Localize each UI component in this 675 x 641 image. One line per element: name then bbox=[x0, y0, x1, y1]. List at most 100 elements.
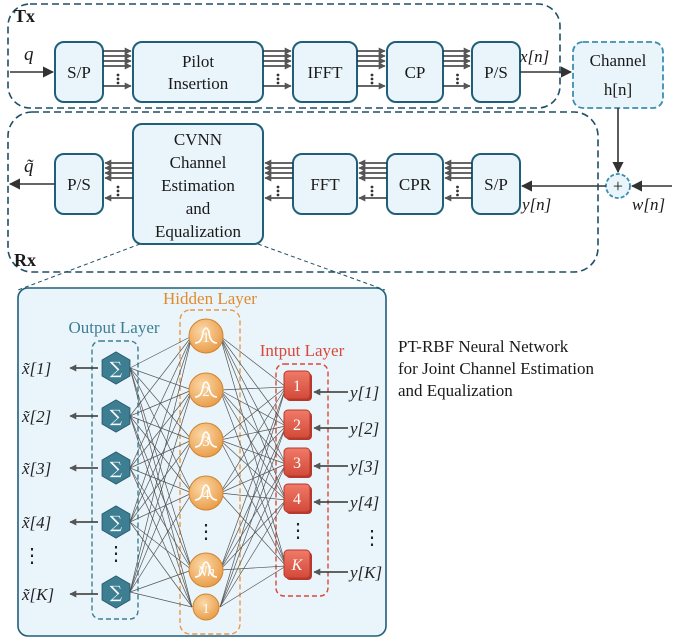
hidden-node bbox=[188, 422, 224, 458]
output-node-hexagon bbox=[101, 575, 131, 609]
edge-output-hidden bbox=[129, 439, 193, 523]
edge-output-hidden bbox=[129, 389, 193, 523]
input-label: y[2] bbox=[348, 419, 379, 438]
bus-ellipsis-dot bbox=[276, 189, 280, 193]
channel-label: Channel bbox=[590, 51, 647, 70]
input-label: y[3] bbox=[348, 457, 379, 476]
hidden-layer-title: Hidden Layer bbox=[163, 289, 257, 308]
edge-output-hidden bbox=[129, 367, 193, 571]
edge-hidden-input bbox=[219, 335, 287, 567]
edge-hidden-input bbox=[219, 439, 287, 567]
edge-hidden-input bbox=[219, 439, 287, 465]
adder-symbol: + bbox=[613, 176, 623, 196]
output-label: x̃[3] bbox=[21, 459, 51, 478]
fft-block bbox=[292, 153, 358, 215]
hidden-node-gaussian bbox=[194, 561, 218, 578]
tx-input-symbol: q bbox=[24, 44, 34, 65]
edge-hidden-input bbox=[219, 386, 287, 391]
output-layer-box bbox=[91, 340, 139, 620]
input-node-label: 1 bbox=[293, 378, 301, 395]
bus-ellipsis-dot bbox=[370, 81, 374, 85]
bus-ellipsis-dot bbox=[456, 81, 459, 85]
bus-ellipsis-dot bbox=[276, 185, 280, 189]
edge-output-hidden bbox=[129, 569, 193, 593]
edge-hidden-input bbox=[219, 386, 287, 441]
edge-output-hidden bbox=[129, 415, 193, 494]
edge-output-hidden bbox=[129, 492, 193, 593]
edge-output-hidden bbox=[129, 335, 193, 369]
hidden-node-label: 1 bbox=[202, 330, 210, 346]
tx-sp-label: S/P bbox=[67, 63, 91, 82]
edge-hidden-input bbox=[219, 335, 287, 427]
bus-ellipsis-dot bbox=[276, 81, 280, 85]
bus-ellipsis-dot bbox=[276, 193, 280, 197]
bus-ellipsis-dot bbox=[116, 193, 120, 197]
edge-output-hidden bbox=[129, 492, 193, 523]
cpr-block bbox=[386, 153, 444, 215]
output-ellipsis: ⋮ bbox=[106, 543, 126, 565]
output-node-hexagon bbox=[101, 451, 131, 485]
edge-output-hidden bbox=[129, 367, 193, 391]
edge-output-hidden bbox=[129, 415, 193, 608]
ifft-label: IFFT bbox=[308, 63, 344, 82]
edge-output-hidden bbox=[129, 335, 193, 593]
hidden-node-label: 1 bbox=[203, 602, 210, 617]
edge-output-hidden bbox=[129, 591, 193, 608]
edge-hidden-input bbox=[219, 386, 287, 494]
edge-output-hidden bbox=[129, 367, 193, 494]
caption-line-2: for Joint Channel Estimation bbox=[398, 359, 594, 378]
edge-output-hidden bbox=[129, 389, 193, 593]
edge-hidden-input bbox=[219, 425, 287, 494]
edge-output-hidden bbox=[129, 467, 193, 608]
edge-output-hidden bbox=[129, 335, 193, 469]
input-node-label: 2 bbox=[293, 417, 301, 434]
output-node-sum: ∑ bbox=[110, 407, 122, 427]
bus-ellipsis-dot bbox=[116, 73, 120, 77]
cvnn-block bbox=[132, 123, 264, 245]
input-node bbox=[283, 409, 311, 439]
edge-hidden-input bbox=[219, 492, 287, 567]
bus-ellipsis-dot bbox=[370, 189, 374, 193]
bus-ellipsis-dot bbox=[456, 73, 459, 77]
hidden-node-label: 3 bbox=[202, 434, 210, 450]
input-ellipsis: ⋮ bbox=[288, 520, 308, 542]
edge-hidden-input bbox=[219, 335, 287, 501]
hidden-layer-box bbox=[179, 309, 241, 635]
ifft-block bbox=[292, 41, 358, 103]
tx-output-symbol: x[n] bbox=[519, 47, 549, 66]
cp-label: CP bbox=[405, 63, 426, 82]
tx-region bbox=[7, 3, 561, 109]
zoom-line-left bbox=[17, 243, 141, 291]
edge-output-hidden bbox=[129, 439, 193, 593]
edge-hidden-input bbox=[219, 335, 287, 465]
bus-ellipsis-dot bbox=[116, 185, 120, 189]
output-node-sum: ∑ bbox=[110, 513, 122, 533]
edge-output-hidden bbox=[129, 389, 193, 417]
edge-hidden-input bbox=[219, 386, 287, 608]
edge-hidden-input bbox=[219, 565, 287, 608]
hidden-node-label: 2 bbox=[202, 384, 210, 400]
zoom-line-right bbox=[257, 243, 386, 291]
network-connections bbox=[129, 335, 287, 608]
output-label: x̃[4] bbox=[21, 513, 51, 532]
tx-ps-label: P/S bbox=[484, 63, 508, 82]
edge-output-hidden bbox=[129, 415, 193, 571]
caption-line-3: and Equalization bbox=[398, 381, 513, 400]
input-node bbox=[283, 549, 311, 579]
edge-hidden-input bbox=[219, 425, 287, 608]
input-node-label: 4 bbox=[293, 491, 301, 508]
edge-output-hidden bbox=[129, 467, 193, 571]
tx-label: Tx bbox=[14, 6, 35, 26]
bus-ellipsis-dot bbox=[370, 193, 374, 197]
hidden-node-label: 4 bbox=[202, 487, 210, 503]
edge-hidden-input bbox=[219, 425, 287, 441]
input-label: y[K] bbox=[348, 563, 382, 582]
rx-label: Rx bbox=[14, 250, 36, 270]
hidden-node bbox=[188, 475, 224, 511]
input-label: y[1] bbox=[348, 383, 379, 402]
cvnn-line-3: Estimation bbox=[161, 176, 235, 195]
output-label: x̃[K] bbox=[21, 585, 54, 604]
hidden-node bbox=[192, 593, 220, 621]
rx-sp-label: S/P bbox=[484, 175, 508, 194]
